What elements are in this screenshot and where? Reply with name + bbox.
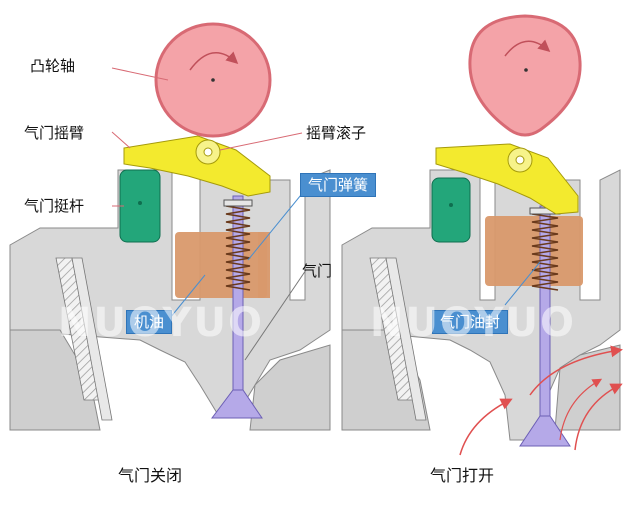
oil-chamber-left	[175, 232, 267, 298]
open-panel	[341, 14, 623, 456]
roller-hub-left	[203, 147, 213, 157]
flow-arrow-1	[459, 398, 513, 456]
watermark-right: NUOYUO	[370, 300, 576, 346]
valve-label: 气门	[302, 262, 333, 280]
cam-rotation-arrow-left	[189, 51, 239, 71]
valve-stem-left	[232, 195, 244, 397]
cam-rotation-arrow-right	[504, 39, 551, 57]
port-right-of-left	[249, 344, 331, 431]
roller-hub-right	[515, 155, 525, 165]
watermark-left: NUOYUO	[58, 300, 264, 346]
lifter-right	[431, 177, 471, 243]
flow-arrow-4	[559, 378, 603, 441]
rocker-arm-right	[435, 143, 579, 215]
lifter-left	[119, 169, 161, 243]
rocker-arm-left	[123, 135, 271, 197]
spring-retainer-left	[223, 199, 253, 207]
blue-leader-lines	[169, 189, 541, 319]
spring-tag: 气门弹簧	[300, 173, 377, 197]
spring-left	[225, 205, 251, 291]
valve-head-right	[519, 415, 571, 447]
lifter-dot-right	[449, 203, 453, 207]
leader-lines	[111, 67, 303, 207]
flow-arrow-3	[574, 383, 623, 451]
cam-center-right	[524, 68, 528, 72]
second-valve-stem-left	[71, 257, 113, 421]
closed-panel	[9, 22, 331, 431]
gray-leader-lines	[244, 269, 307, 361]
cam-center-left	[211, 78, 215, 82]
cam-right	[468, 14, 582, 137]
valve-head-left	[211, 389, 263, 419]
roller-label: 摇臂滚子	[306, 124, 367, 142]
seal-tag: 气门油封	[432, 310, 509, 334]
second-valve-stem-right	[385, 257, 427, 421]
lifter-dot-left	[138, 201, 142, 205]
camshaft-label: 凸轮轴	[30, 57, 76, 75]
lifter-label: 气门挺杆	[24, 197, 85, 215]
oil-chamber-right-left	[258, 232, 270, 298]
rocker-arm-label: 气门摇臂	[24, 124, 85, 142]
flow-arrow-2	[529, 345, 623, 396]
open-caption: 气门打开	[430, 466, 495, 485]
port-left-right	[341, 329, 431, 431]
spring-right	[531, 213, 559, 291]
oil-tag: 机油	[126, 310, 173, 334]
port-left	[9, 329, 101, 431]
oil-chamber-right	[485, 216, 583, 286]
closed-caption: 气门关闭	[118, 466, 183, 485]
